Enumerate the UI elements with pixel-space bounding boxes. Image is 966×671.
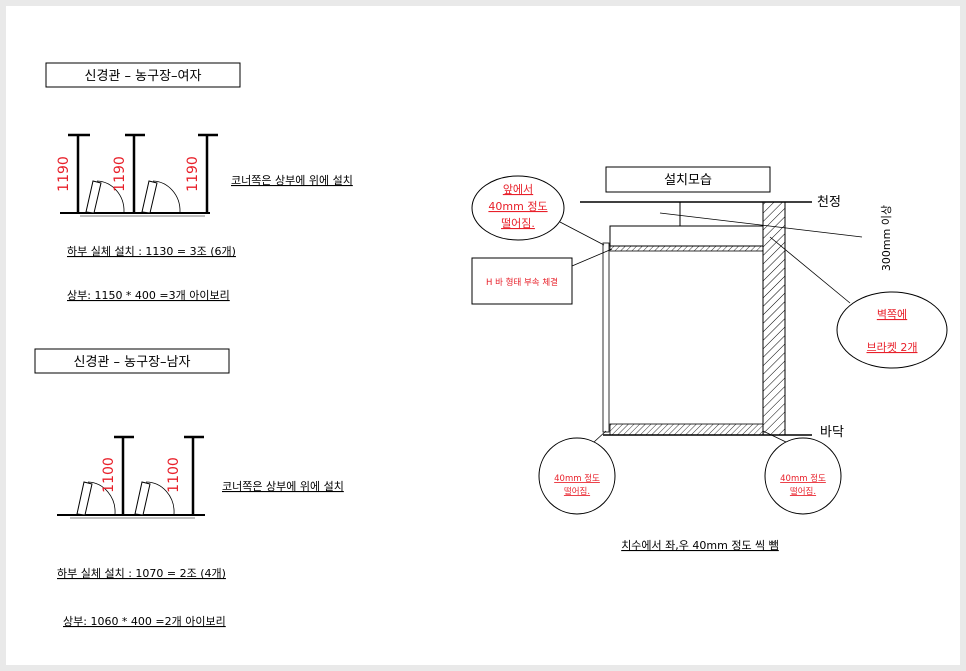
front-gap-line-1: 앞에서 [503,183,533,196]
wall-bracket-callout [836,291,948,369]
male-stall-plan [57,435,205,519]
male-corner-note: 코너쪽은 상부에 위에 설치 [222,480,344,493]
male-section: 신경관 – 농구장–남자 1100 1100 코너쪽은 상부에 위에 설치 하부… [34,348,344,628]
female-upper-spec: 상부: 1150 * 400 =3개 아이보리 [67,289,230,302]
install-title-box [605,166,771,193]
front-gap-line-2: 40mm 정도 [488,200,547,213]
front-gap-line-3: 떨어짐. [501,217,535,230]
female-dim-1: 1190 [56,156,72,192]
front-gap-callout [471,175,565,241]
female-title-box [45,62,241,88]
left-gap-leader [593,430,607,443]
wall-bracket-line-2: 브라켓 2개 [867,341,918,354]
right-gap-line-2: 떨어짐. [790,486,816,497]
min-gap-leader [659,212,863,238]
right-gap-line-1: 40mm 정도 [780,473,826,484]
female-dim-2: 1190 [112,156,128,192]
female-corner-note: 코너쪽은 상부에 위에 설치 [231,174,353,187]
ceiling-label: 천정 [817,195,841,210]
male-dim-1: 1100 [101,457,117,493]
female-dim-3: 1190 [185,156,201,192]
lower-panel [609,423,764,436]
install-title: 설치모습 [664,173,712,188]
right-gap-leader [762,430,787,443]
drawing-sheet [6,6,960,665]
left-gap-line-1: 40mm 정도 [554,473,600,484]
male-dim-2: 1100 [166,457,182,493]
wall-bracket-leader [769,236,851,304]
min-gap-label: 300mm 이상 [880,205,893,271]
female-lower-spec: 하부 실체 설치 : 1130 = 3조 (6개) [67,244,236,258]
female-section: 신경관 – 농구장–여자 1190 1190 1190 코너쪽은 상부에 위에 … [45,62,353,302]
male-upper-spec: 상부: 1060 * 400 =2개 아이보리 [63,615,226,628]
female-title: 신경관 – 농구장–여자 [85,69,202,84]
female-stall-plan [60,133,218,217]
h-bar-note-box [471,257,573,305]
right-gap-callout [764,437,842,515]
h-bar-leader [571,248,613,267]
male-title-box [34,348,230,374]
h-bar [609,245,764,252]
front-panel [602,242,610,433]
male-lower-spec: 하부 실체 설치 : 1070 = 2조 (4개) [57,566,226,580]
wall-bracket-line-1: 벽쪽에 [877,308,907,321]
installation-elevation: 설치모습 천정 바닥 300mm 이상 앞에서 40mm 정도 떨어짐. H 바… [471,166,948,552]
upper-panel [609,225,764,247]
left-gap-line-2: 떨어짐. [564,486,590,497]
male-title: 신경관 – 농구장–남자 [74,355,191,370]
front-gap-leader [559,221,605,246]
floor-label: 바닥 [820,425,844,440]
install-caption: 치수에서 좌,우 40mm 정도 씩 뺌 [621,539,779,552]
left-gap-callout [538,437,616,515]
h-bar-note: H 바 형태 부속 체결 [486,277,558,288]
wall-hatch [762,201,786,436]
